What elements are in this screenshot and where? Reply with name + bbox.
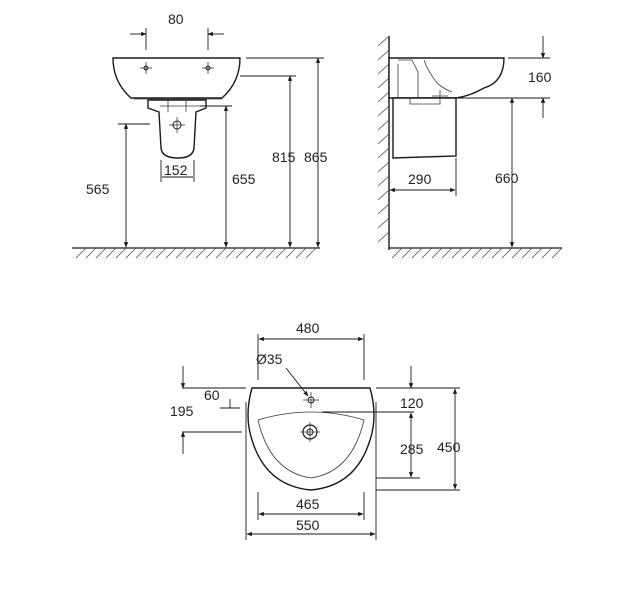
wall-hatch xyxy=(377,35,390,243)
front-view: 80 152 565 655 815 865 xyxy=(72,11,328,259)
side-floor-hatch xyxy=(391,247,563,259)
dim-basin-depth: 160 xyxy=(528,69,552,85)
tap-hole-left-icon xyxy=(140,62,152,74)
dim-rim-height: 815 xyxy=(272,149,296,165)
dim-tap-to-front: 120 xyxy=(400,395,424,411)
dim-pedestal-height: 565 xyxy=(86,181,110,197)
waste-outlet-icon xyxy=(300,422,320,442)
basin-side xyxy=(388,57,505,99)
tap-hole-right-icon xyxy=(202,62,214,74)
plan-view: 480 Ø35 60 195 120 285 450 465 550 xyxy=(170,320,461,540)
dim-trap-width: 152 xyxy=(164,162,188,178)
dim-inner-width: 465 xyxy=(296,496,320,512)
dim-pedestal-projection: 290 xyxy=(408,171,432,187)
dim-bowl-width: 480 xyxy=(296,320,320,336)
floor-hatch xyxy=(75,247,317,259)
pedestal-side xyxy=(392,97,457,159)
side-view: 160 660 290 xyxy=(377,35,563,259)
tap-hole-icon xyxy=(303,392,319,408)
dim-tap-offset: 60 xyxy=(204,387,220,403)
dim-tap-spacing: 80 xyxy=(168,11,184,27)
dim-waste-height: 655 xyxy=(232,171,256,187)
dim-side-pedestal-height: 660 xyxy=(495,170,519,186)
dim-overall-height: 865 xyxy=(304,149,328,165)
dim-tap-hole-diameter: Ø35 xyxy=(256,351,283,367)
dim-bowl-depth: 285 xyxy=(400,441,424,457)
basin-front xyxy=(112,57,241,99)
trap-marks xyxy=(160,100,200,133)
dim-back-to-waste: 195 xyxy=(170,403,194,419)
dim-overall-depth: 450 xyxy=(437,439,461,455)
dim-overall-width: 550 xyxy=(296,517,320,533)
